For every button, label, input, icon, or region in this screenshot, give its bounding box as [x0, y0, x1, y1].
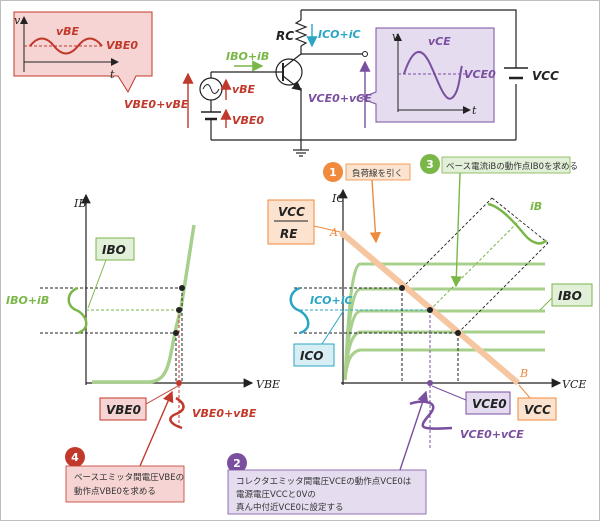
vce-panel-v-axis: v [392, 30, 399, 43]
rc-resistor [294, 19, 308, 47]
step-4-line-2: 動作点VBE0を求める [74, 486, 156, 497]
ic-vce-curves [343, 262, 545, 381]
vbe-sum-label: VBE0+vBE [124, 98, 189, 111]
step-2-line-1: コレクタエミッタ間電圧VCEの動作点VCE0は [236, 476, 412, 487]
vce-signal-label: VCE0+vCE [460, 428, 524, 441]
source-vbe0-label: VBE0 [232, 114, 264, 127]
ib-signal-label: IBO+iB [6, 294, 49, 307]
vcc-box [517, 397, 557, 421]
ico-box [293, 343, 335, 367]
svg-text:2: 2 [233, 457, 241, 470]
step-3-callout: 3 ベース電流iBの動作点IB0を求める [420, 154, 578, 288]
source-vbe-label: vBE [232, 83, 256, 96]
vbe-output-wave [169, 396, 185, 430]
vbe0-box [99, 397, 147, 421]
vbe-panel-signal: vBE [56, 25, 80, 38]
step-2-line-3: 真ん中付近VCE0に設定する [236, 502, 344, 513]
step-4-line-1: ベースエミッタ間電圧VBEの [74, 473, 184, 483]
svg-text:IBO: IBO [558, 289, 582, 303]
amplifier-circuit: VCC RC ICO+iC IBO+iB vBE VBE0 VBE0+v [124, 9, 559, 157]
vbe-panel-v-axis: v [14, 14, 21, 27]
svg-text:ICO: ICO [300, 349, 323, 363]
svg-text:VCC: VCC [524, 403, 551, 417]
vcc-over-re-box [267, 199, 315, 245]
step-2-callout: 2 コレクタエミッタ間電圧VCEの動作点VCE0は 電源電圧VCCと0Vの 真ん… [227, 390, 429, 515]
step-3-text: ベース電流iBの動作点IB0を求める [446, 161, 578, 172]
vce-waveform-panel: v t vCE VCE0 [358, 27, 496, 123]
vce-panel-signal: vCE [428, 35, 451, 48]
svg-text:VCC: VCC [278, 205, 305, 219]
svg-text:3: 3 [426, 158, 434, 171]
right-y-axis-label: IC [331, 192, 345, 205]
ic-label: ICO+iC [318, 28, 361, 41]
point-b-label: B [519, 367, 528, 380]
step-4-callout: 4 ベースエミッタ間電圧VBEの 動作点VBE0を求める [65, 390, 185, 503]
vbe-waveform-panel: v t vBE VBE0 [13, 11, 153, 94]
ib-label: IBO+iB [226, 50, 269, 63]
vbe-panel-dc: VBE0 [106, 39, 138, 52]
svg-text:1: 1 [329, 166, 337, 179]
vbe-signal-label: VBE0+vBE [192, 407, 257, 420]
vce0-box [465, 391, 511, 415]
svg-text:VCE0: VCE0 [472, 397, 507, 411]
svg-text:VBE0: VBE0 [106, 403, 141, 417]
right-x-axis-label: VCE [562, 378, 586, 391]
ibo-box-left [95, 237, 135, 261]
vce-sum-label: VCE0+vCE [308, 92, 372, 105]
point-a-label: A [329, 226, 338, 239]
svg-text:4: 4 [71, 451, 79, 464]
ib-wave-label: iB [530, 200, 542, 213]
vce-panel-t-axis: t [472, 104, 477, 117]
svg-text:RE: RE [280, 227, 298, 241]
step-2-line-2: 電源電圧VCCと0Vの [236, 490, 316, 500]
vce-output-wave [409, 400, 453, 430]
ib-input-wave [67, 286, 88, 335]
vbe-panel-t-axis: t [110, 68, 115, 81]
ibo-box-right [551, 283, 593, 307]
left-x-axis-label: VBE [256, 378, 280, 391]
step-1-text: 負荷線を引く [352, 168, 403, 179]
step-1-callout: 1 負荷線を引く [323, 162, 411, 244]
rc-label: RC [276, 29, 294, 43]
vcc-label: VCC [532, 69, 559, 83]
vce-panel-dc: VCE0 [464, 68, 496, 81]
left-y-axis-label: IB [73, 197, 86, 210]
ic-signal-label: ICO+iC [310, 294, 353, 307]
ib-projected-wave [487, 202, 548, 245]
output-characteristic-graph: IC VCE iB A B VCC RE [267, 188, 593, 450]
svg-text:IBO: IBO [102, 243, 126, 257]
ic-output-wave [289, 286, 310, 335]
input-characteristic-graph: IB VBE IBO+iB IBO VBE0 VBE0+vBE [6, 193, 280, 430]
